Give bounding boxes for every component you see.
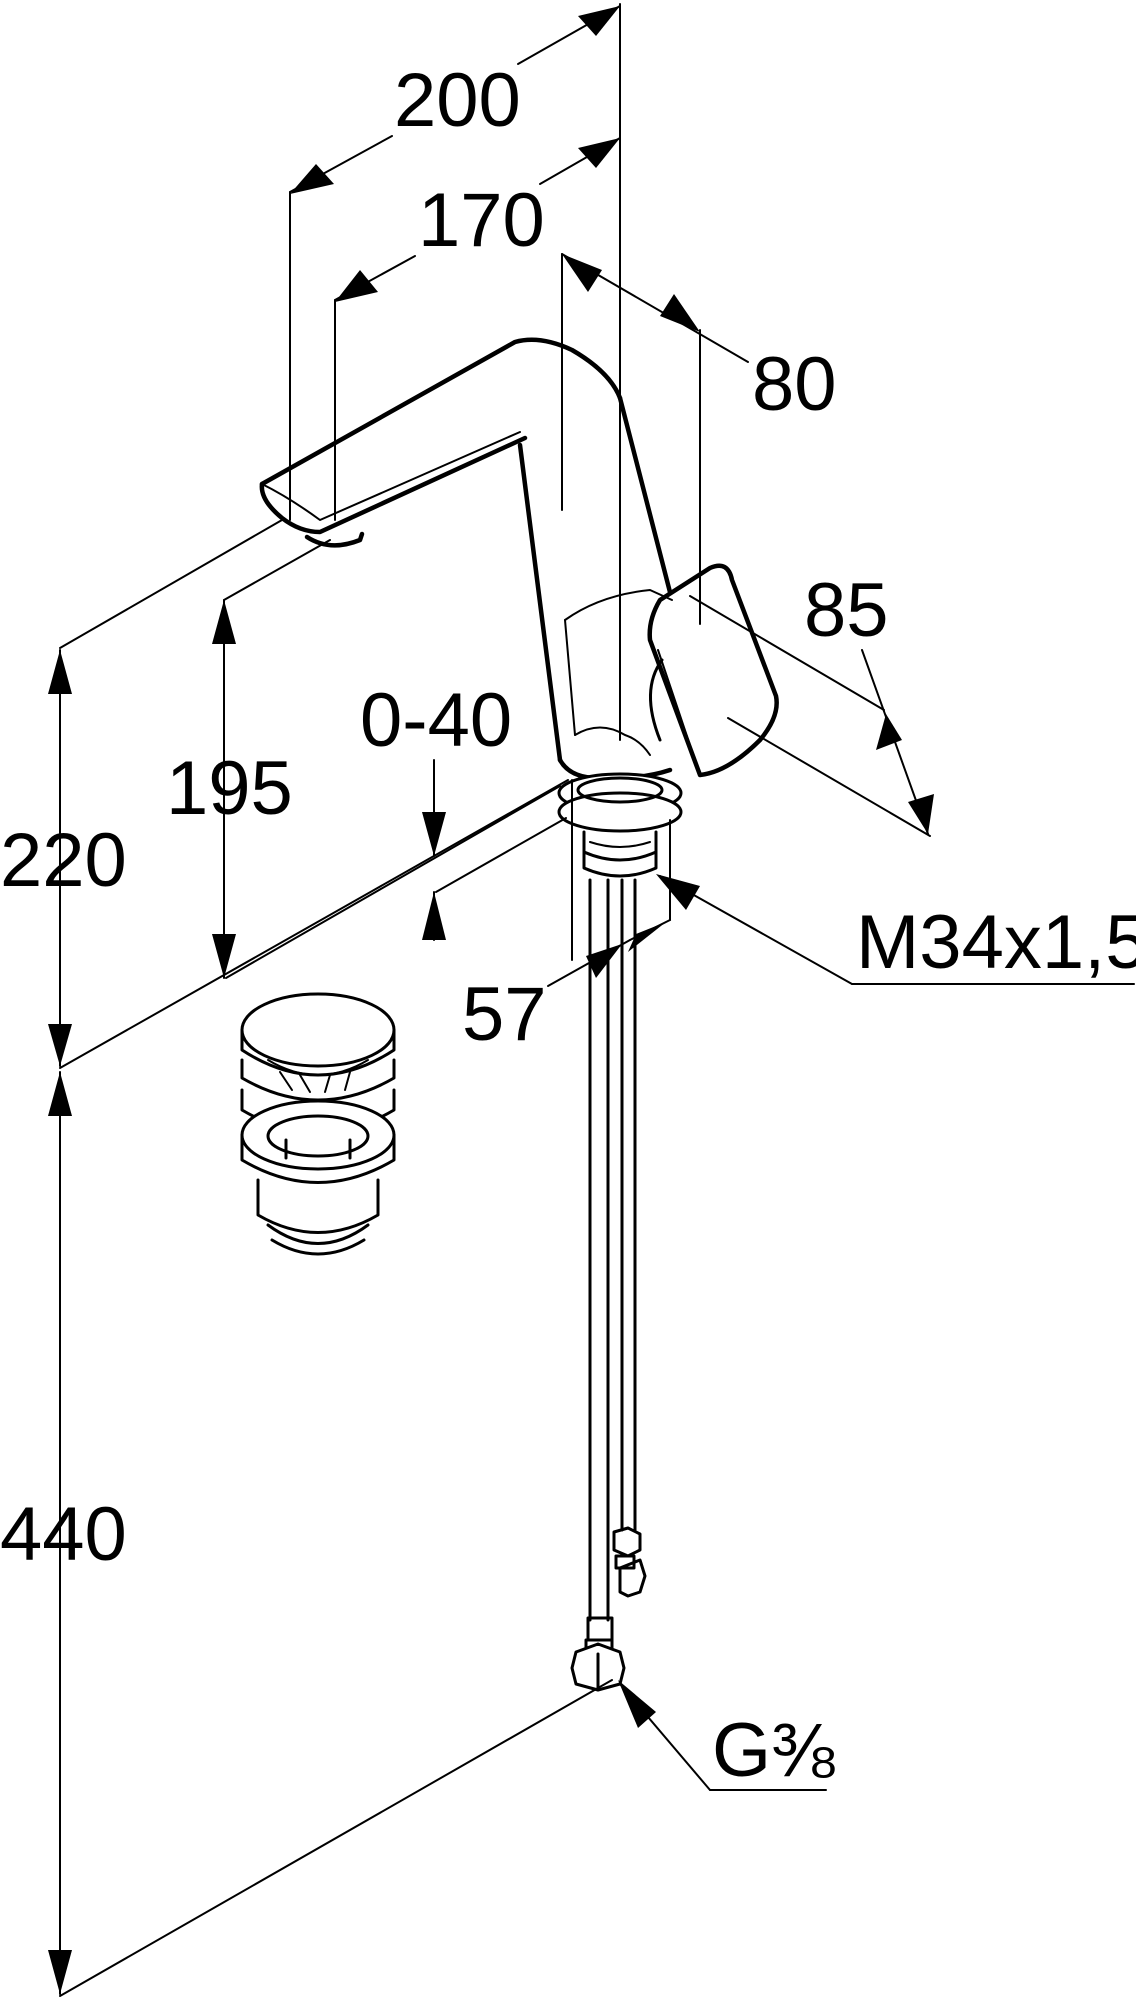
label-spout-length: 200 <box>394 58 521 143</box>
handle-lever <box>564 563 779 778</box>
label-total-height: 220 <box>0 818 127 903</box>
dimension-labels: 200 170 80 85 0-40 195 220 57 M34x1,5 44… <box>0 58 1136 1793</box>
label-base-diameter: 57 <box>462 972 547 1057</box>
faucet-body <box>259 337 675 781</box>
supply-hoses <box>570 878 647 1692</box>
label-spout-reach: 170 <box>418 178 545 263</box>
label-handle-depth: 85 <box>804 568 889 653</box>
arrowheads <box>48 6 934 1994</box>
base-rings <box>557 772 683 878</box>
label-spout-height: 195 <box>166 746 293 831</box>
label-thread: M34x1,5 <box>856 900 1136 985</box>
label-hose-connection: G⅜ <box>712 1708 835 1793</box>
label-handle-offset: 80 <box>752 342 837 427</box>
label-hose-length: 440 <box>0 1492 127 1577</box>
pop-up-waste <box>240 992 396 1256</box>
dimension-lines <box>59 3 1135 1997</box>
label-pop-up-range: 0-40 <box>360 678 512 763</box>
